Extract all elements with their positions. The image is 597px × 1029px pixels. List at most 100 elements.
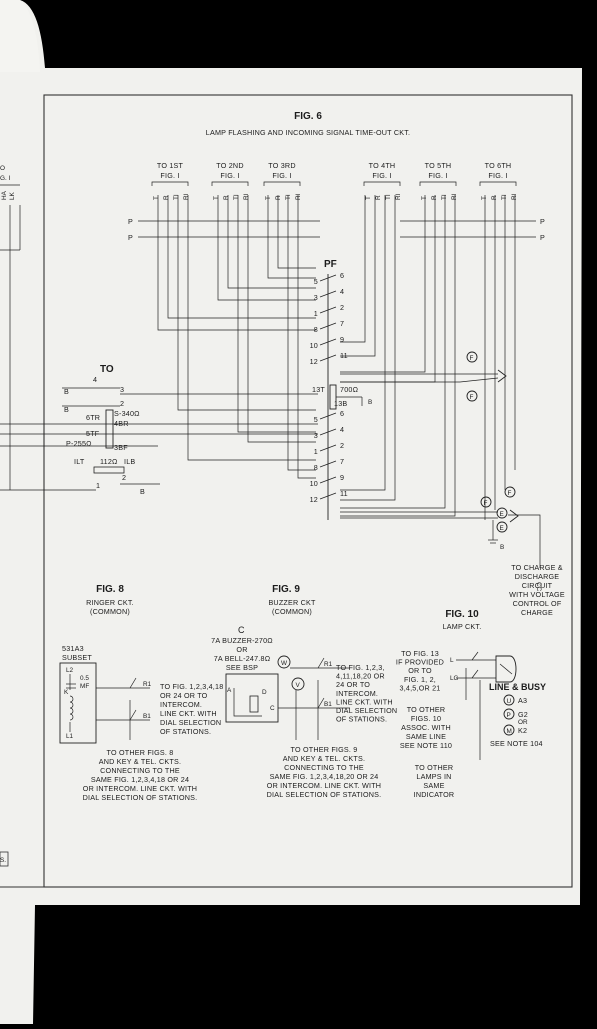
fig9-to-note-line-0: TO FIG. 1,2,3, [336,663,385,672]
dest-4-line1: TO 5TH [425,161,452,170]
svg-text:CC: CC [535,582,542,592]
dest-5-line2: FIG. I [488,171,507,180]
svg-text:B: B [500,544,504,551]
dest-1-bracket [211,181,249,186]
dest-5-bracket [479,181,517,186]
svg-text:L1: L1 [66,733,74,740]
fig8-bottom-note-line-0: TO OTHER FIGS. 8 [107,748,174,757]
fig10-lamps-note-line-0: TO OTHER [415,763,454,772]
fig8-to-note-line-1: OR 24 OR TO [160,691,208,700]
dest-0-lead-2: TI [173,194,180,200]
fig6-connectors: F F F F E E B CC [466,351,542,592]
svg-text:F: F [470,355,474,362]
svg-text:4BR: 4BR [114,419,129,428]
fig8-subset-box [59,662,97,744]
dest-2-lead-1: R [275,195,282,200]
pf-term-pf-lower-8: 10 [310,479,318,488]
svg-text:F: F [484,500,488,507]
dest-0-lead-3: RI [183,193,190,200]
dest-2-lead-2: TI [285,194,292,200]
pf-label: PF [324,259,337,270]
fig10-lamps-note-line-1: LAMPS IN [416,772,451,781]
dest-1-lead-0: T [213,196,220,200]
pf-term-pf-upper-0: 5 [314,277,318,286]
fig10-to-note-line-4: 3,4,5,OR 21 [400,683,441,692]
fig10-other-note-line-4: SEE NOTE 110 [400,741,452,750]
fig10-lamps-note-line-3: INDICATOR [414,790,455,799]
svg-text:3BF: 3BF [114,443,128,452]
fig9-buzzer-note-line-2: 7A BELL-247.8Ω [214,654,271,663]
charge-note-line-3: WITH VOLTAGE [509,590,565,599]
drawing-border [43,94,573,888]
pf-term-pf-lower-5: 2 [340,441,344,450]
svg-text:OR: OR [518,719,528,726]
fig9-c: C [238,625,245,635]
fig8-bottom-note-line-1: AND KEY & TEL. CKTS. [99,757,181,766]
fig6-wiring [157,195,541,568]
fig10-other-note-line-0: TO OTHER [407,705,446,714]
dest-3-bracket [363,181,401,186]
dest-3-lead-2: TI [385,194,392,200]
fig10-lamps-note-line-2: SAME [423,781,444,790]
fig8-to-note-line-0: TO FIG. 1,2,3,4,18 [160,682,223,691]
fig9-bottom-note-line-3: SAME FIG. 1,2,3,4,18,20 OR 24 [270,772,379,781]
dest-5-lead-0: T [481,196,488,200]
fig10-lg: LG [450,675,459,682]
pf-term-pf-upper-7: 7 [340,319,344,328]
svg-text:K: K [64,689,69,696]
pf-term-pf-upper-4: 1 [314,309,318,318]
fig8-sub1: RINGER CKT. [86,598,134,607]
p-lines-right: P P [400,217,545,242]
svg-text:A3: A3 [518,696,527,705]
dest-0-line2: FIG. I [160,171,179,180]
charge-note-line-1: DISCHARGE [515,572,560,581]
dest-2-bracket [263,181,301,186]
pf-b: B [368,399,372,406]
dest-3-line1: TO 4TH [369,161,396,170]
p-label-right-1: P [540,217,545,226]
svg-text:E: E [500,525,504,532]
svg-text:K2: K2 [518,726,527,735]
svg-text:C: C [270,705,275,712]
svg-text:B: B [140,487,145,496]
pf-term-pf-lower-1: 6 [340,409,344,418]
pf-term-pf-lower-4: 1 [314,447,318,456]
fig10-see-104: SEE NOTE 104 [490,739,543,748]
fig9-bottom-note-line-0: TO OTHER FIGS. 9 [291,745,358,754]
fig8-to-note-line-5: OF STATIONS. [160,727,211,736]
pf-term-pf-lower-11: 11 [340,489,348,498]
dest-4-lead-0: T [421,196,428,200]
dest-3-line2: FIG. I [372,171,391,180]
fig8-bottom-note-line-3: SAME FIG. 1,2,3,4,18 OR 24 [91,775,189,784]
svg-text:2: 2 [122,473,126,482]
svg-text:6TR: 6TR [86,413,100,422]
p-label-right-2: P [540,233,545,242]
svg-text:G2: G2 [518,710,528,719]
dest-2-lead-3: RI [295,193,302,200]
fig9-title: FIG. 9 [272,584,300,595]
fig10-other-note-line-1: FIGS. 10 [411,714,441,723]
dest-5-lead-1: R [491,195,498,200]
dest-4-lead-2: TI [441,194,448,200]
pf-term-pf-upper-10: 12 [310,357,318,366]
fig9-v: V [296,682,301,689]
fig8-to-note-line-4: DIAL SELECTION [160,718,221,727]
svg-text:1: 1 [96,481,100,490]
fig8-subset-2: SUBSET [62,653,92,662]
svg-text:F: F [470,394,474,401]
dest-3-lead-1: R [375,195,382,200]
svg-text:5TF: 5TF [86,429,100,438]
fig10-other-note-line-3: SAME LINE [406,732,446,741]
svg-text:A: A [227,687,232,694]
dest-1-lead-1: R [223,195,230,200]
corner-fragment: S. [0,857,6,864]
svg-text:B: B [64,387,69,396]
dest-0-bracket [151,181,189,186]
fig9-bottom-note-line-1: AND KEY & TEL. CKTS. [283,754,365,763]
svg-text:B: B [64,405,69,414]
